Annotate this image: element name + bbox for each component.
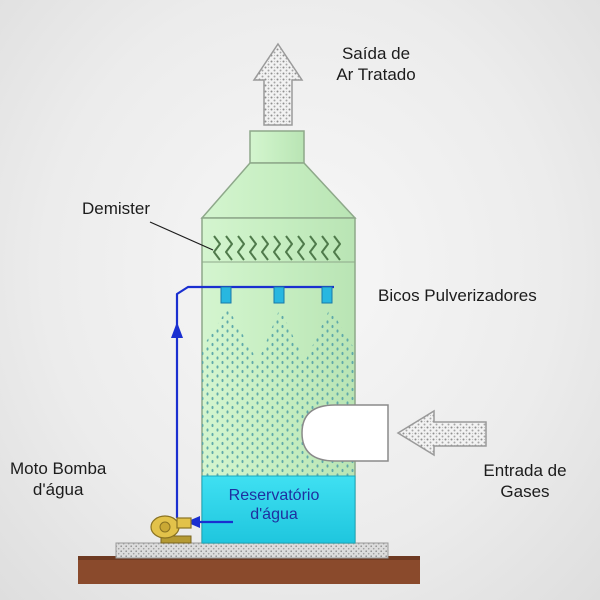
water-pipe: [175, 285, 334, 518]
concrete-base: [115, 542, 389, 559]
pump-label-line1: Moto Bomba: [10, 459, 107, 478]
nozzle-2: [273, 286, 285, 304]
gas-inlet-duct: [301, 404, 389, 462]
flow-arrow-icon: [171, 322, 183, 338]
inlet-label-line2: Gases: [500, 482, 550, 501]
inlet-arrow-icon: [396, 409, 487, 457]
pump-icon: [150, 515, 192, 544]
nozzles-label: Bicos Pulverizadores: [378, 286, 537, 305]
reservoir-label-line2: d'água: [250, 506, 298, 523]
water-reservoir: [201, 475, 356, 544]
outlet-arrow-icon: [252, 42, 304, 126]
demister-label: Demister: [82, 199, 151, 218]
demister-zigzag: [213, 235, 341, 261]
ground: [78, 558, 420, 584]
inlet-label: Entrada de Gases: [470, 460, 580, 502]
reservoir-label: Reservatório d'água: [214, 486, 334, 524]
spray-nozzles: [220, 286, 333, 304]
tower-cone: [200, 162, 357, 219]
inlet-label-line1: Entrada de: [483, 461, 567, 480]
nozzle-1: [220, 286, 232, 304]
outlet-label-line2: Ar Tratado: [336, 65, 416, 84]
tower-top-duct: [249, 130, 305, 164]
nozzle-3: [321, 286, 333, 304]
suction-arrow-icon: [186, 516, 200, 528]
outlet-label: Saída de Ar Tratado: [318, 43, 434, 85]
reservoir-label-line1: Reservatório: [228, 487, 320, 504]
pump-label: Moto Bomba d'água: [10, 458, 106, 500]
outlet-label-line1: Saída de: [341, 44, 411, 63]
pump-label-line2: d'água: [32, 480, 84, 499]
